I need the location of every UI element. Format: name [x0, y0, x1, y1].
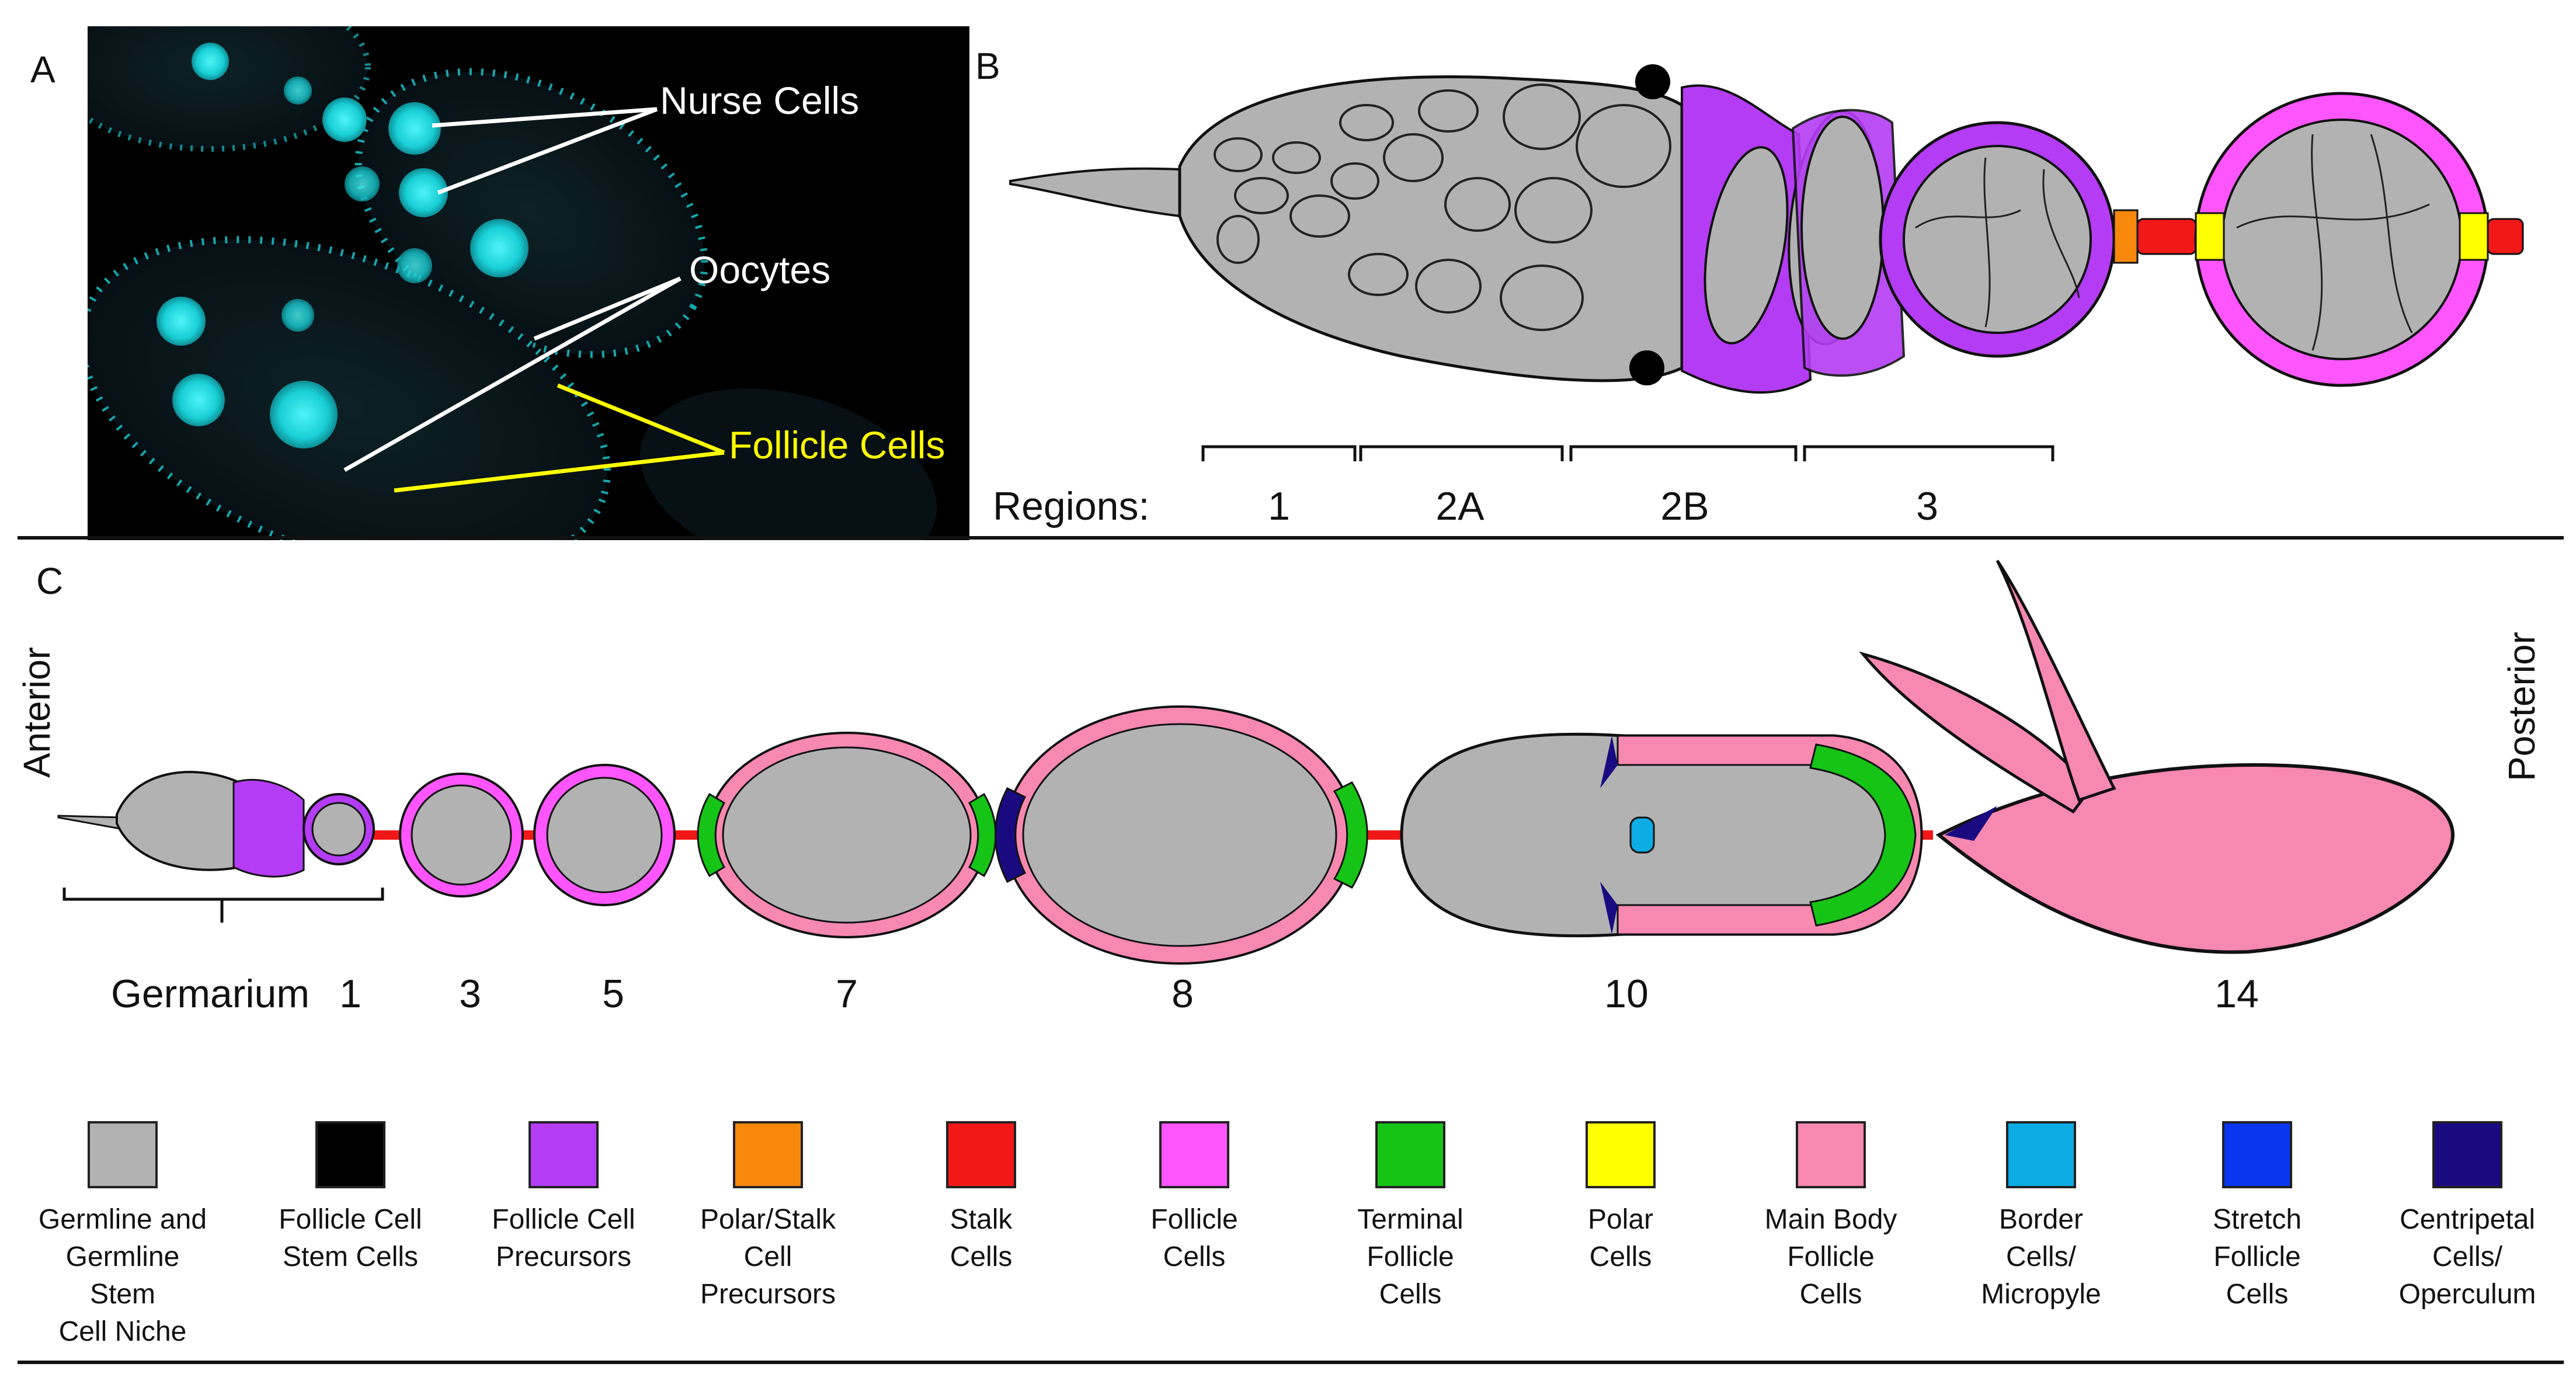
legend-follicle-stem-cells: Follicle Cell Stem Cells: [263, 1121, 438, 1276]
pointer-lines-nurse: [432, 107, 658, 195]
legend-stretch-follicle-cells: Stretch Follicle Cells: [2170, 1121, 2345, 1313]
legend-follicle-cells: Follicle Cells: [1107, 1121, 1282, 1276]
legend-label: Stalk Cells: [950, 1204, 1013, 1272]
legend-polar-stalk-precursors: Polar/Stalk Cell Precursors: [680, 1121, 856, 1313]
region-brackets: [1201, 445, 2054, 461]
germarium-germline: [1178, 75, 1684, 382]
legend-label: Germline and Germline Stem Cell Niche: [38, 1204, 207, 1347]
legend-centripetal-cells: Centripetal Cells/ Operculum: [2371, 1121, 2564, 1313]
nucleus: [284, 76, 312, 105]
nucleus: [399, 168, 448, 217]
legend-border-cells: Border Cells/ Micropyle: [1953, 1121, 2129, 1313]
legend-polar-cells: Polar Cells: [1533, 1121, 1708, 1276]
legend-swatch: [315, 1121, 385, 1188]
stage-label: 3: [459, 972, 481, 1016]
region-label: 2A: [1435, 484, 1485, 528]
panel-letter-b: B: [975, 45, 1000, 87]
legend-label: Terminal Follicle Cells: [1357, 1204, 1463, 1310]
legend-swatch: [733, 1121, 803, 1188]
legend-swatch: [88, 1121, 158, 1188]
follicle-stem-cell: [1635, 64, 1670, 99]
germarium-bracket: [62, 888, 384, 923]
nucleus: [470, 219, 529, 277]
legend-label: Stretch Follicle Cells: [2212, 1204, 2302, 1310]
follicle-stem-cell: [1629, 350, 1664, 385]
legend-label: Centripetal Cells/ Operculum: [2398, 1204, 2536, 1310]
stage-label: 14: [2215, 972, 2259, 1016]
egg-chamber: [639, 388, 937, 540]
legend-label: Polar/Stalk Cell Precursors: [700, 1204, 836, 1310]
stage-label: 7: [836, 972, 858, 1016]
divider-top: [18, 536, 2564, 540]
germarium-small: [116, 771, 241, 871]
legend-swatch: [1796, 1121, 1866, 1188]
posterior-label: Posterior: [2501, 632, 2543, 781]
nucleus: [345, 166, 380, 201]
panel-letter-a: A: [30, 48, 55, 91]
region-label: 1: [1268, 484, 1290, 528]
terminal-filament: [1009, 167, 1181, 218]
nucleus: [157, 297, 206, 346]
stalk: [2487, 218, 2524, 255]
legend-swatch: [1159, 1121, 1229, 1188]
egg-chamber: [88, 236, 611, 540]
egg-chamber: [88, 26, 371, 152]
micrograph: Nurse Cells Oocytes Follicle Cells: [88, 26, 969, 540]
legend-swatch: [946, 1121, 1016, 1188]
pointer-lines-oocytes: [343, 276, 682, 472]
region-label: 3: [1916, 484, 1938, 528]
legend-stalk-cells: Stalk Cells: [894, 1121, 1069, 1276]
legend-terminal-follicle-cells: Terminal Follicle Cells: [1323, 1121, 1498, 1313]
nucleus: [397, 248, 432, 283]
nucleus: [281, 299, 314, 332]
cyst-2b: [1704, 146, 1789, 345]
region-label: 2B: [1660, 484, 1709, 528]
stage-label: 10: [1604, 972, 1649, 1016]
polar-cell: [2195, 212, 2225, 261]
panel-letter-c: C: [36, 560, 64, 602]
stage-14-chamber: [1935, 763, 2455, 954]
divider-bottom: [18, 1361, 2564, 1364]
legend-label: Follicle Cell Precursors: [492, 1204, 635, 1272]
legend-germline: Germline and Germline Stem Cell Niche: [35, 1121, 210, 1351]
legend-label: Follicle Cells: [1150, 1204, 1238, 1272]
label-oocytes: Oocytes: [689, 248, 830, 291]
dorsal-appendage: [1996, 559, 2116, 802]
legend-swatch: [1586, 1121, 1656, 1188]
legend-follicle-precursors: Follicle Cell Precursors: [476, 1121, 651, 1276]
dorsal-appendage: [1859, 651, 2093, 814]
legend-label: Polar Cells: [1587, 1204, 1654, 1272]
nucleus: [270, 381, 338, 448]
legend-swatch: [2222, 1121, 2292, 1188]
legend-main-body-follicle-cells: Main Body Follicle Cells: [1743, 1121, 1918, 1313]
legend-swatch: [2006, 1121, 2076, 1188]
legend-label: Follicle Cell Stem Cells: [279, 1204, 422, 1272]
stage-label: 5: [602, 972, 624, 1016]
nucleus: [388, 102, 441, 155]
legend-label: Border Cells/ Micropyle: [1981, 1204, 2101, 1310]
regions-title: Regions:: [993, 484, 1149, 528]
stage-label: 1: [339, 972, 361, 1016]
germarium-diagram: Regions: 1 2A 2B 3: [993, 64, 2524, 528]
nucleus: [192, 43, 229, 80]
nucleus: [322, 98, 367, 142]
legend-label: Main Body Follicle Cells: [1764, 1204, 1897, 1310]
anterior-label: Anterior: [16, 647, 58, 778]
stage-label: 8: [1171, 972, 1194, 1016]
label-nurse-cells: Nurse Cells: [660, 79, 859, 122]
polar-cell: [2459, 212, 2489, 261]
legend-swatch: [2432, 1121, 2502, 1188]
nucleus: [172, 374, 225, 426]
stalk: [2136, 218, 2197, 255]
label-follicle-cells: Follicle Cells: [729, 423, 945, 467]
germarium-label: Germarium: [111, 972, 310, 1016]
legend-swatch: [529, 1121, 599, 1188]
ovariole-diagram: Anterior Posterior Germarium 1 3 5 7 8 1…: [16, 559, 2543, 1016]
pointer-lines-follicle: [394, 383, 725, 493]
polar-stalk-precursor: [2113, 209, 2139, 264]
legend-swatch: [1375, 1121, 1445, 1188]
